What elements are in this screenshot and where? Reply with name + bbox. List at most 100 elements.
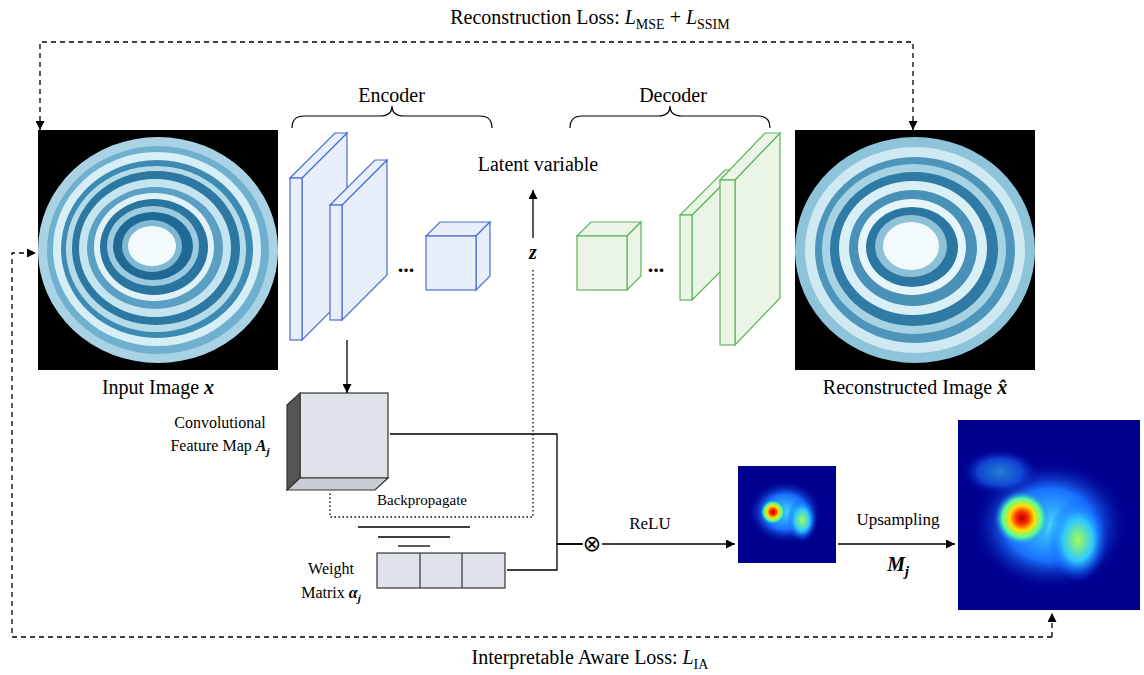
label-text: α — [349, 584, 358, 601]
plain-lines-part — [532, 190, 533, 238]
label-text: j — [266, 445, 269, 457]
label-text: L — [625, 6, 636, 28]
label-text: SSIM — [697, 17, 730, 32]
label-text: Backpropagate — [377, 492, 467, 508]
plain-lines-part — [330, 270, 533, 517]
text-label: Upsampling — [856, 510, 939, 530]
encoder-layers-part — [330, 160, 387, 205]
input-rings-part — [38, 137, 278, 363]
node-label: Convolutional Feature MapAj — [157, 411, 283, 460]
node-label: Input Imagex — [38, 376, 278, 399]
encoder-layers — [290, 133, 490, 340]
input-rings-part — [122, 220, 182, 272]
input-rings-part — [128, 226, 176, 266]
connector — [346, 340, 347, 393]
node-label: Encoder — [288, 84, 495, 107]
label-text: j — [358, 592, 361, 604]
decoder-layers — [577, 133, 780, 345]
label-text: A — [256, 437, 267, 454]
text-label: Mj — [887, 553, 909, 580]
reconstructed-image: Reconstructed Imagex̂ — [795, 130, 1035, 402]
label-text: Reconstruction Loss: — [450, 6, 619, 28]
label-text: IA — [694, 657, 709, 672]
label-text: Convolutional Feature Map — [170, 414, 265, 454]
heatmap-small-part — [787, 498, 817, 542]
input-rings-part — [94, 193, 214, 301]
reconstructed-rings-part — [866, 207, 958, 287]
encoder-layers-part — [426, 236, 476, 290]
heatmap-large — [958, 420, 1140, 610]
decoder-layers-part — [720, 180, 735, 345]
encoder: Encoder — [288, 86, 495, 340]
reconstructed-rings-part — [830, 172, 998, 326]
input-rings-part — [100, 199, 208, 295]
input-rings — [38, 130, 278, 370]
ground-symbol-part — [358, 526, 470, 527]
decoder: Decoder — [568, 86, 778, 340]
brace-part — [570, 106, 770, 128]
heatmap-small-part — [747, 480, 823, 544]
input-rings-part — [72, 171, 240, 325]
label-text: ... — [398, 252, 415, 277]
text-label: ... — [398, 252, 415, 278]
heatmap-large-part — [994, 490, 1050, 546]
feature-map-cube-part — [287, 478, 388, 490]
plain-lines-part — [838, 543, 955, 544]
label-text: Latent variable — [478, 153, 599, 175]
reconstructed-rings-part — [795, 130, 1035, 370]
heatmap-small-part — [760, 499, 786, 525]
reconstructed-rings-part — [849, 190, 977, 306]
label-text: x — [204, 376, 214, 398]
feature-map-cube-part — [300, 393, 388, 478]
input-image: Input Imagex — [38, 130, 278, 402]
decoder-layers-part — [577, 236, 627, 290]
heatmap-large-part — [958, 420, 1140, 610]
feature-map: Convolutional Feature MapAj — [157, 393, 390, 490]
input-rings-part — [79, 179, 231, 317]
reconstructed-rings-part — [858, 199, 966, 295]
reconstructed-rings-part — [875, 215, 947, 277]
label-text: ... — [648, 252, 665, 277]
input-rings-part — [61, 160, 253, 338]
text-label: ReLU — [629, 514, 671, 534]
node-label: Reconstructed Imagex̂ — [795, 376, 1035, 399]
text-label: Backpropagate — [377, 492, 467, 509]
connector — [40, 42, 913, 130]
label-text: z — [529, 241, 537, 263]
node-label: Decoder — [568, 84, 778, 107]
encoder-layers-part — [330, 205, 342, 320]
label-text: Weight Matrix — [301, 560, 354, 601]
input-rings-part — [66, 166, 246, 332]
plain-lines-part — [12, 253, 1052, 637]
decoder-layers-part — [627, 222, 641, 290]
decoder-layers-part — [680, 215, 692, 300]
ground-symbol-part — [378, 536, 450, 537]
text-label: Latent variable — [478, 153, 599, 176]
feature-map-cube — [287, 393, 388, 490]
heatmap-large-part — [960, 448, 1040, 496]
weight-matrix-cells-part — [377, 553, 505, 588]
label-text: Interpretable Aware Loss: — [472, 646, 678, 668]
text-label: Reconstruction Loss:LMSE+LSSIM — [450, 6, 729, 33]
node-label: Weight Matrixαj — [290, 557, 372, 607]
reconstructed-rings-part — [795, 137, 1035, 363]
connector — [507, 544, 583, 570]
node-label: ⊗ — [583, 531, 601, 557]
reconstructed-rings — [795, 130, 1035, 370]
label-text: Upsampling — [856, 510, 939, 529]
label-text: ⊗ — [583, 531, 601, 556]
input-rings-part — [53, 152, 261, 346]
label-text: Encoder — [358, 84, 425, 106]
reconstructed-rings-part — [822, 164, 1006, 334]
label-text: L — [686, 6, 697, 28]
input-rings-part — [113, 212, 193, 280]
encoder-layers-part — [476, 222, 490, 290]
plain-lines — [12, 190, 1052, 637]
weight-matrix-cells-part — [419, 553, 420, 588]
text-label: Interpretable Aware Loss:LIA — [472, 646, 709, 673]
reconstructed-rings-part — [815, 157, 1015, 343]
text-label: z — [529, 241, 537, 264]
